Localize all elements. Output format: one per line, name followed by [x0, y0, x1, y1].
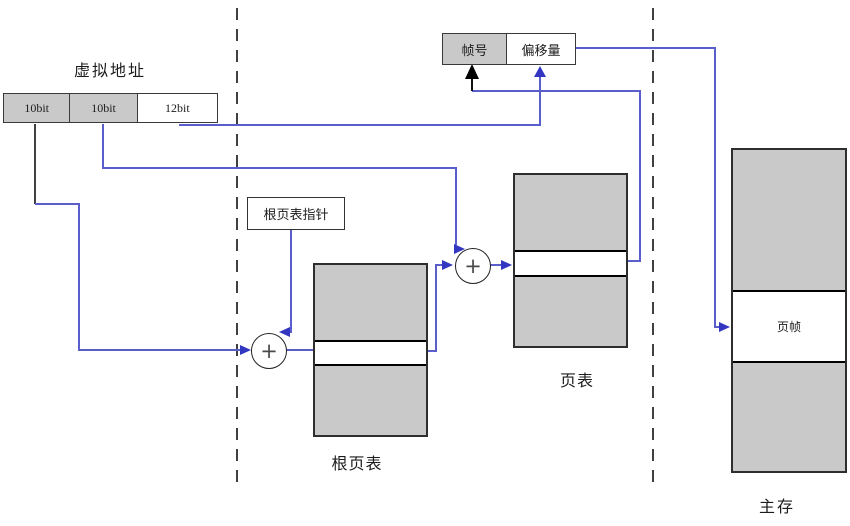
- wire-page-table-entry-to-frame-field: [472, 90, 641, 262]
- arrowhead-into-adder2-left: [442, 260, 453, 270]
- root-page-table: [313, 263, 428, 437]
- wire-root-table-entry-to-adder2: [428, 264, 448, 352]
- adder-1: +: [251, 333, 287, 369]
- main-memory: 页帧: [731, 148, 847, 473]
- wire-index1-to-adder1: [35, 203, 241, 351]
- arrowhead-into-offset-field: [534, 66, 546, 77]
- wire-index2-to-adder2: [102, 124, 457, 245]
- virtual-address-box: 10bit 10bit 12bit: [3, 93, 218, 123]
- main-memory-label: 主存: [758, 499, 795, 516]
- page-table-entry: [515, 250, 626, 277]
- offset-field: 偏移量: [507, 34, 575, 64]
- arrowhead-into-adder2-top: [454, 244, 465, 254]
- root-page-table-pointer-box: 根页表指针: [247, 197, 345, 230]
- arrowhead-into-page-table-entry: [501, 260, 512, 270]
- arrowhead-into-adder1-left: [240, 345, 251, 355]
- main-memory-lower-block: [733, 363, 845, 471]
- page-table: [513, 173, 628, 348]
- arrowhead-into-main-memory: [719, 322, 730, 332]
- page-table-upper-block: [515, 175, 626, 250]
- wire-root-pointer-to-adder1: [283, 230, 292, 333]
- adder-1-plus-sign: +: [260, 338, 278, 363]
- root-page-table-label: 根页表: [331, 456, 383, 473]
- virtual-address-field-index2: 10bit: [70, 94, 138, 122]
- virtual-address-field-index1: 10bit: [4, 94, 71, 122]
- physical-address-box: 帧号 偏移量: [442, 33, 576, 65]
- frame-number-field: 帧号: [443, 34, 508, 64]
- page-table-label: 页表: [559, 373, 594, 390]
- adder-2: +: [455, 248, 491, 284]
- root-page-table-entry: [315, 340, 426, 366]
- virtual-address-title: 虚拟地址: [73, 63, 146, 80]
- arrowhead-into-adder1-top: [279, 327, 290, 337]
- adder-2-plus-sign: +: [464, 253, 482, 278]
- main-memory-page-frame: 页帧: [733, 290, 845, 363]
- virtual-address-field-offset: 12bit: [137, 94, 217, 122]
- wire-offset-to-offset-field: [179, 71, 541, 126]
- root-page-table-lower-block: [315, 366, 426, 435]
- main-memory-upper-block: [733, 150, 845, 290]
- root-page-table-upper-block: [315, 265, 426, 340]
- arrowhead-into-frame-field: [465, 64, 479, 79]
- page-table-lower-block: [515, 277, 626, 346]
